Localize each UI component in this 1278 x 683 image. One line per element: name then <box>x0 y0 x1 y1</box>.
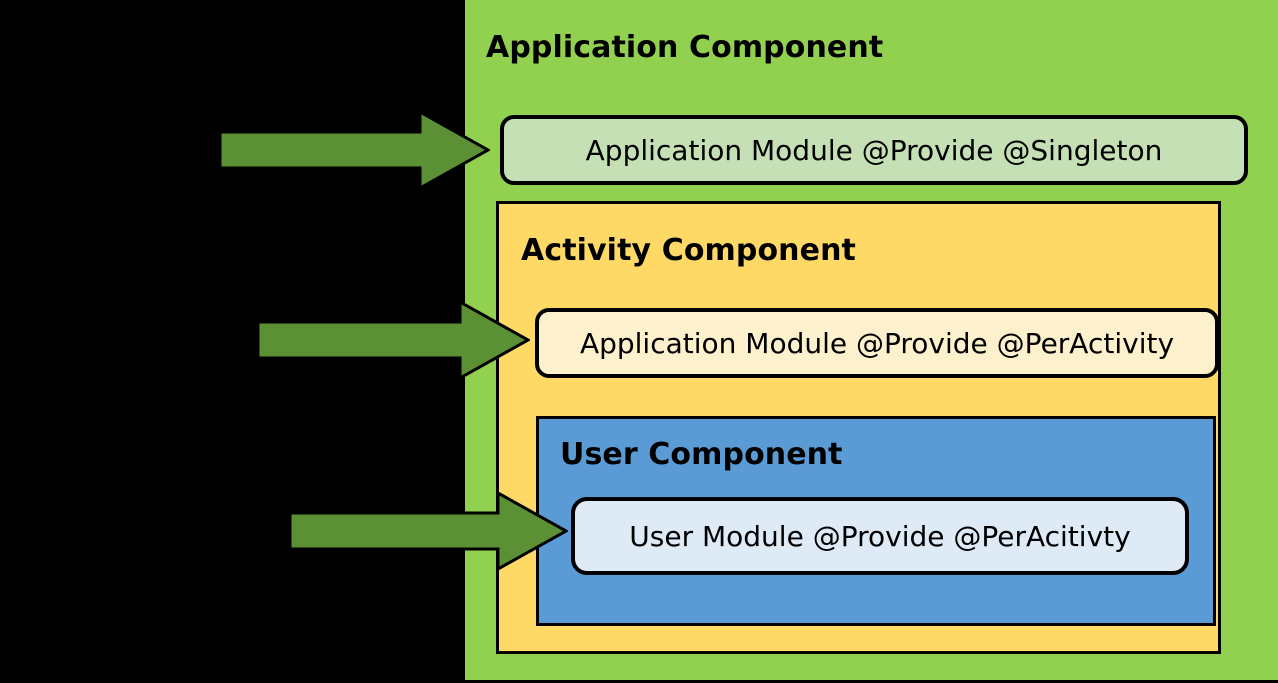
application-module-singleton-box[interactable]: Application Module @Provide @Singleton <box>500 115 1248 185</box>
application-module-peractivity-label: Application Module @Provide @PerActivity <box>579 326 1175 360</box>
application-component-panel[interactable]: Application Component Application Module… <box>462 0 1278 683</box>
arrow-right-icon-activity <box>258 300 530 380</box>
user-component-title: User Component <box>560 437 843 472</box>
arrow-right-icon-user <box>290 491 568 571</box>
application-module-singleton-label: Application Module @Provide @Singleton <box>585 133 1163 167</box>
user-module-peracitivty-box[interactable]: User Module @Provide @PerAcitivty <box>571 497 1189 575</box>
arrow-right-icon-application <box>220 110 490 190</box>
application-module-peractivity-box[interactable]: Application Module @Provide @PerActivity <box>535 308 1219 378</box>
activity-component-panel[interactable]: Activity Component Application Module @P… <box>496 201 1221 654</box>
user-module-peracitivty-label: User Module @Provide @PerAcitivty <box>629 519 1131 553</box>
user-component-panel[interactable]: User Component User Module @Provide @Per… <box>536 416 1216 626</box>
activity-component-title: Activity Component <box>521 233 856 268</box>
application-component-title: Application Component <box>486 30 884 65</box>
